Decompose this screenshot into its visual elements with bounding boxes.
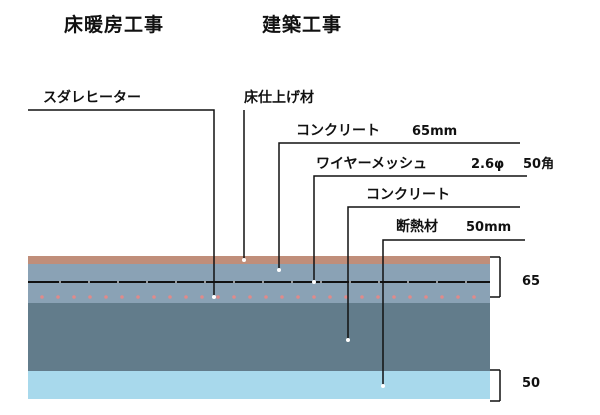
heater-dot	[456, 295, 460, 299]
heater-dot	[360, 295, 364, 299]
leader-wire-mesh	[312, 175, 527, 284]
leader-concrete-top	[277, 142, 520, 272]
heater-dot	[232, 295, 236, 299]
label-wire-mesh-diameter: 2.6φ	[471, 157, 505, 172]
mesh-tick	[233, 281, 235, 283]
heater-dot	[328, 295, 332, 299]
label-insulation: 断熱材	[396, 219, 438, 235]
mesh-tick	[291, 281, 293, 283]
mesh-tick	[436, 281, 438, 283]
heater-dot	[280, 295, 284, 299]
mesh-tick	[175, 281, 177, 283]
mesh-tick	[407, 281, 409, 283]
leader-floor-finish	[242, 110, 246, 262]
leader-heater	[28, 109, 216, 299]
label-heater: スダレヒーター	[43, 90, 141, 106]
leader-concrete-bottom	[346, 206, 520, 342]
mesh-tick	[146, 281, 148, 283]
layer-floor-finish	[28, 256, 490, 264]
heater-dots-row	[40, 281, 476, 299]
dimension-bracket-lower	[490, 369, 501, 402]
mesh-tick	[465, 281, 467, 283]
layer-concrete-top	[28, 264, 490, 303]
layer-insulation	[28, 371, 490, 399]
heater-dot	[296, 295, 300, 299]
layer-concrete-bottom	[28, 303, 490, 371]
heater-dot	[472, 295, 476, 299]
heater-dot	[408, 295, 412, 299]
header-floor-heating-work: 床暖房工事	[64, 14, 165, 36]
dimension-upper-value: 65	[522, 274, 541, 289]
mesh-tick	[88, 281, 90, 283]
heater-dot	[168, 295, 172, 299]
heater-dot	[72, 295, 76, 299]
heater-dot	[88, 295, 92, 299]
label-concrete-top-thickness: 65mm	[412, 124, 458, 139]
heater-dot	[392, 295, 396, 299]
dimension-bracket-upper	[490, 256, 501, 298]
dimension-lower-value: 50	[522, 376, 541, 391]
label-wire-mesh: ワイヤーメッシュ	[316, 156, 428, 172]
heater-dot	[376, 295, 380, 299]
heater-dot	[424, 295, 428, 299]
label-insulation-thickness: 50mm	[466, 220, 512, 235]
label-floor-finish: 床仕上げ材	[244, 90, 314, 106]
label-concrete-bottom: コンクリート	[366, 187, 450, 203]
heater-dot	[136, 295, 140, 299]
heater-dot	[264, 295, 268, 299]
heater-dot	[200, 295, 204, 299]
mesh-tick	[59, 281, 61, 283]
mesh-tick	[349, 281, 351, 283]
heater-dot	[104, 295, 108, 299]
mesh-tick	[378, 281, 380, 283]
heater-dot	[40, 295, 44, 299]
mesh-tick	[320, 281, 322, 283]
label-wire-mesh-grid: 50角	[523, 157, 555, 172]
mesh-tick	[204, 281, 206, 283]
heater-dot	[120, 295, 124, 299]
leader-insulation	[381, 239, 525, 388]
heater-dot	[152, 295, 156, 299]
heater-dot	[248, 295, 252, 299]
label-concrete-top: コンクリート	[296, 123, 380, 139]
header-construction-work: 建築工事	[262, 14, 343, 36]
heater-dot	[440, 295, 444, 299]
heater-dot	[312, 295, 316, 299]
heater-dot	[56, 295, 60, 299]
heater-dot	[216, 295, 220, 299]
heater-dot	[184, 295, 188, 299]
mesh-tick	[117, 281, 119, 283]
mesh-tick	[262, 281, 264, 283]
heater-dot	[344, 295, 348, 299]
